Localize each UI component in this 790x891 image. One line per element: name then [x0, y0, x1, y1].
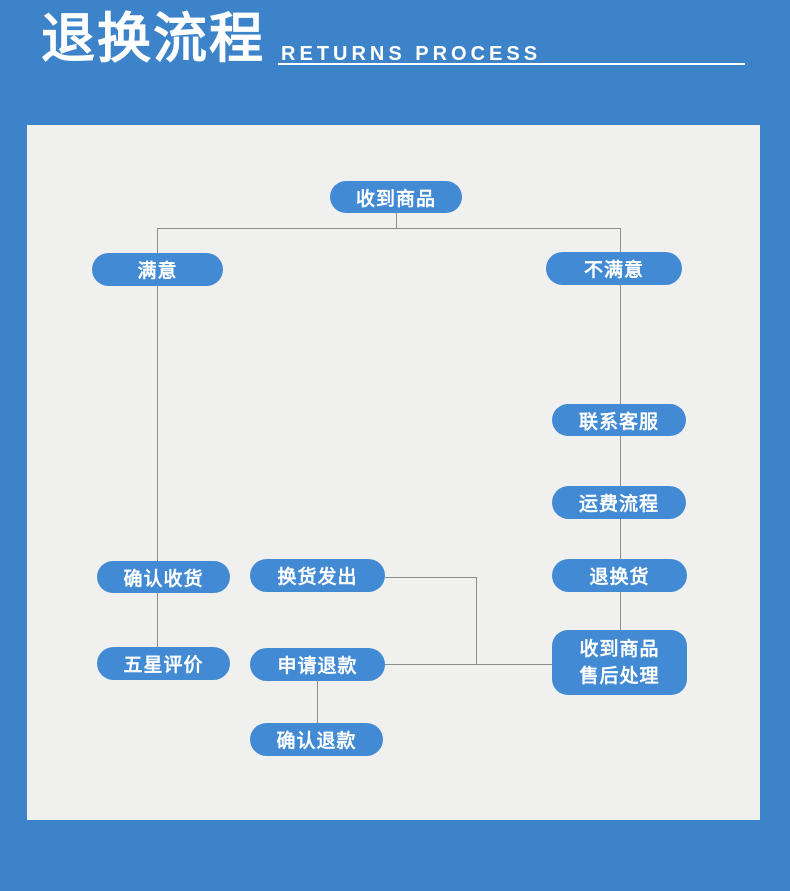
node-return-or-exchange: 退换货: [552, 559, 687, 592]
node-five-star-review: 五星评价: [97, 647, 230, 680]
node-received-goods: 收到商品: [330, 181, 462, 213]
page-subtitle: RETURNS PROCESS: [281, 43, 542, 65]
node-confirm-refund: 确认退款: [250, 723, 383, 756]
node-exchange-sent: 换货发出: [250, 559, 385, 592]
connector-apply-refund-to-confirm-refund: [317, 681, 318, 723]
node-shipping-fee-process: 运费流程: [552, 486, 686, 519]
flowchart-panel: 收到商品 满意 不满意 联系客服 运费流程 退换货 收到商品 售后处理 确认收货…: [27, 125, 760, 820]
node-unsatisfied: 不满意: [546, 252, 682, 285]
node-aftersale-line1: 收到商品: [579, 638, 660, 660]
header-underline: [278, 63, 745, 65]
connector-apply-refund-to-aftersale: [385, 664, 552, 665]
node-confirm-receipt: 确认收货: [97, 561, 230, 593]
node-contact-customer-service: 联系客服: [552, 404, 686, 436]
node-aftersale-line2: 售后处理: [579, 665, 660, 687]
connector-received-to-branch: [396, 212, 397, 229]
node-satisfied: 满意: [92, 253, 223, 286]
connector-middle-vertical: [476, 577, 477, 665]
node-aftersale-processing: 收到商品 售后处理: [552, 630, 687, 695]
connector-exchange-sent-horizontal: [385, 577, 476, 578]
connector-branch-horizontal: [157, 228, 621, 229]
node-apply-refund: 申请退款: [250, 648, 385, 681]
page-title: 退换流程: [41, 9, 265, 69]
connector-left-column-vertical: [157, 228, 158, 648]
